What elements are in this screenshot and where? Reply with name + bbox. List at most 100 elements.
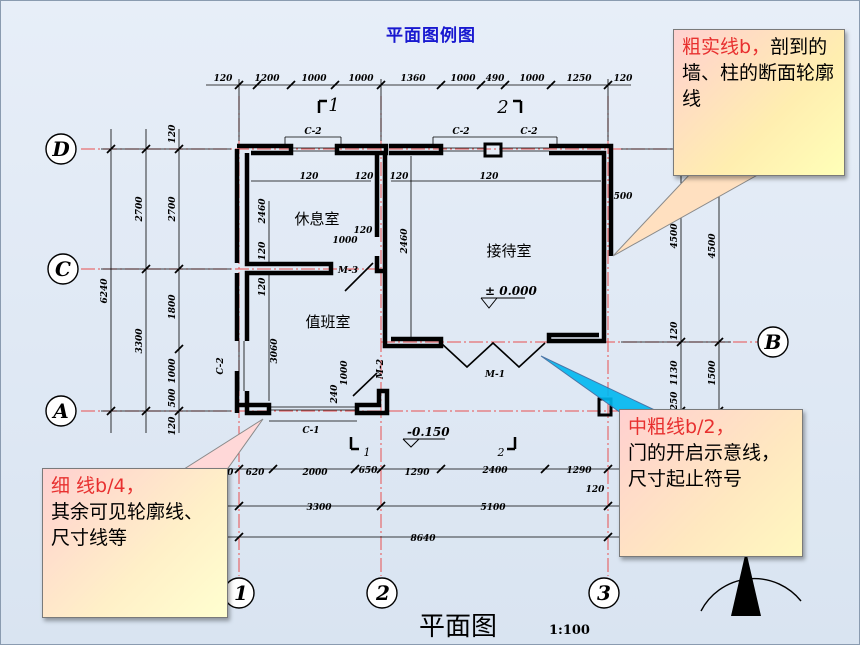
dim-total: 8640 <box>410 534 436 544</box>
room-rest: 休息室 <box>294 210 339 228</box>
callout-thin-label: 细 线b/4， <box>51 475 145 497</box>
axis-label-c: C <box>55 257 71 281</box>
dim-right: 250 <box>670 391 680 412</box>
callout-pointer-thin <box>179 418 264 472</box>
dim-left-outer: 6240 <box>100 278 110 304</box>
plan-title: 平面图 <box>419 612 498 642</box>
window-lines <box>238 136 558 422</box>
dim-bottom: 3300 <box>306 503 332 513</box>
dim-bottom: 1290 <box>404 468 430 478</box>
axis-bubble-b <box>757 326 789 358</box>
dim-left-inner: 500 <box>168 388 178 408</box>
callout-pointer-thick <box>612 172 763 257</box>
window-label-c2-left: C-2 <box>216 357 226 374</box>
axis-label-d: D <box>51 137 70 161</box>
dim-bottom: 650 <box>359 466 379 476</box>
door-swings <box>344 262 546 397</box>
north-arrow-icon <box>700 551 802 616</box>
window-label-c1: C-1 <box>302 426 319 436</box>
dim-interior: 2460 <box>258 198 268 225</box>
callout-pointer-medium <box>540 355 662 414</box>
axis-bubble-d <box>45 133 77 165</box>
dim-right: 4500 <box>708 233 718 259</box>
dim-interior: 1000 <box>332 236 358 246</box>
axis-label-b: B <box>764 330 782 354</box>
dim-interior: 120 <box>300 172 320 182</box>
section-mark-1: 1 <box>328 95 339 116</box>
dim-right: 1130 <box>670 360 680 386</box>
dim-top: 1000 <box>450 74 476 84</box>
callout-thick-desc: 剖到的墙、柱的断面轮廓线 <box>682 36 835 110</box>
dim-interior: 120 <box>480 172 500 182</box>
door-label-m2: M-2 <box>376 359 386 380</box>
wall-east <box>546 256 607 344</box>
dim-left-mid: 2700 <box>135 196 145 223</box>
door-m1-swing <box>440 341 546 369</box>
window-label-c2: C-2 <box>304 127 321 137</box>
dim-right: 120 <box>670 321 680 341</box>
section-mark-2: 2 <box>496 97 508 118</box>
room-duty: 值班室 <box>305 313 350 331</box>
dim-left-inner: 120 <box>168 416 178 436</box>
dim-top: 1000 <box>348 74 374 84</box>
dim-bottom: 2400 <box>481 466 508 476</box>
section-mark-2-bottom: 2 <box>497 446 505 459</box>
dim-interior: 120 <box>258 241 268 261</box>
callout-thin-desc: 其余可见轮廓线、尺寸线等 <box>51 501 204 549</box>
column-north <box>483 142 503 158</box>
axis-bubble-c <box>47 253 79 285</box>
door-m2-swing <box>352 372 378 397</box>
axis-bubble-2 <box>366 577 398 609</box>
dim-interior: 120 <box>258 277 268 297</box>
dim-top: 120 <box>614 74 634 84</box>
dimension-ticks <box>106 80 724 542</box>
slide-title: 平面图例图 <box>386 26 476 46</box>
door-m3-swing <box>344 262 374 292</box>
window-label-c2: C-2 <box>520 127 537 137</box>
room-reception: 接待室 <box>486 242 531 260</box>
callout-thin-line: 细 线b/4， 其余可见轮廓线、尺寸线等 <box>42 468 228 618</box>
dim-bottom: 2000 <box>301 468 328 478</box>
dim-bottom: 1290 <box>566 466 592 476</box>
door-label-m1: M-1 <box>484 370 505 380</box>
axis-label-1: 1 <box>234 581 248 605</box>
axis-label-2: 2 <box>375 581 390 605</box>
dim-interior: 2460 <box>400 228 410 255</box>
dim-right: 500 <box>614 192 634 202</box>
section-markers <box>317 99 523 451</box>
dim-right: 4500 <box>670 223 680 249</box>
dim-interior: 120 <box>354 226 374 236</box>
window-label-c2: C-2 <box>452 127 469 137</box>
axis-label-3: 3 <box>597 581 611 605</box>
axis-bubbles <box>45 133 789 609</box>
dim-right: 1500 <box>708 360 718 386</box>
dim-left-inner: 120 <box>168 124 178 144</box>
section-mark-1-bottom: 1 <box>364 446 371 459</box>
dim-top: 1000 <box>519 74 545 84</box>
callout-medium-line: 中粗线b/2，门的开启示意线，尺寸起止符号 <box>619 409 803 557</box>
dim-left-inner: 1000 <box>168 358 178 384</box>
callout-medium-label: 中粗线b/2， <box>628 416 735 438</box>
wall-north-left <box>237 143 294 156</box>
level-outside: -0.150 <box>407 425 450 439</box>
dim-top: 1200 <box>254 74 280 84</box>
plan-scale: 1:100 <box>549 623 590 638</box>
dim-interior: 240 <box>330 384 340 405</box>
level-floor: ± 0.000 <box>485 284 537 298</box>
dim-bottom: 5100 <box>480 503 506 513</box>
dim-interior: 1000 <box>340 360 350 386</box>
dim-top: 1360 <box>400 74 426 84</box>
dim-top: 1250 <box>566 74 592 84</box>
dim-interior: 3060 <box>270 338 280 364</box>
dim-bottom: 620 <box>246 468 266 478</box>
door-label-m3: M-3 <box>337 266 358 276</box>
walls <box>234 143 614 416</box>
dim-top: 1000 <box>301 74 327 84</box>
elevation-symbols <box>402 297 525 448</box>
axis-label-a: A <box>51 399 69 423</box>
dim-bottom: 120 <box>586 485 606 495</box>
dim-interior: 120 <box>390 172 410 182</box>
dim-top: 490 <box>486 74 506 84</box>
